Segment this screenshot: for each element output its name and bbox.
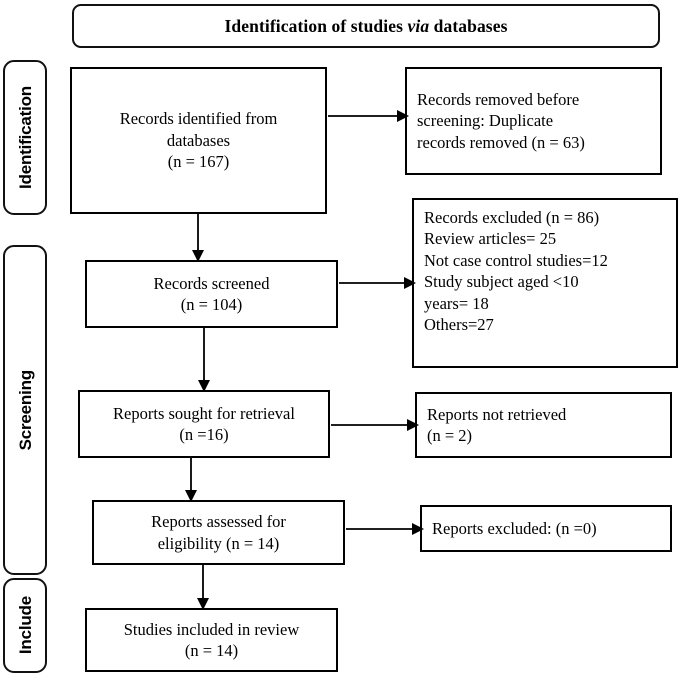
text-line: Study subject aged <10	[424, 272, 579, 292]
text-line: Records screened	[153, 273, 270, 293]
box-studies-included-in-review: Studies included in review (n = 14)	[85, 608, 338, 672]
arrow-assessed-to-included	[197, 565, 209, 610]
arrow-sought-to-not-retrieved	[331, 419, 419, 431]
text-line: Reports excluded: (n =0)	[432, 518, 597, 538]
stage-pill-include: Include	[3, 578, 47, 673]
arrow-identified-to-screened	[192, 214, 204, 262]
arrow-assessed-to-reports-excluded	[346, 523, 424, 535]
text-line: Records identified from	[119, 109, 278, 129]
page-title: Identification of studies via databases	[225, 16, 508, 37]
stage-label-include: Include	[15, 596, 35, 655]
page-title-part-after: databases	[429, 15, 508, 36]
text-line: Reports not retrieved	[427, 404, 567, 424]
text-line: eligibility (n = 14)	[157, 533, 280, 553]
text-line: records removed (n = 63)	[417, 132, 585, 152]
stage-pill-screening: Screening	[3, 245, 47, 575]
text-line: Not case control studies=12	[424, 250, 608, 270]
text-line: (n = 167)	[167, 152, 230, 172]
box-records-screened-text: Records screened (n = 104)	[87, 273, 336, 316]
stage-pill-identification: Identification	[3, 60, 47, 215]
box-records-excluded: Records excluded (n = 86) Review article…	[412, 198, 678, 368]
box-reports-sought-text: Reports sought for retrieval (n =16)	[80, 403, 328, 446]
box-reports-assessed-text: Reports assessed for eligibility (n = 14…	[94, 511, 343, 554]
text-line: Review articles= 25	[424, 229, 557, 249]
stage-label-screening: Screening	[15, 369, 35, 451]
text-line: Reports sought for retrieval	[113, 403, 295, 423]
box-records-excluded-text: Records excluded (n = 86) Review article…	[414, 207, 676, 336]
text-line: (n = 2)	[427, 426, 473, 445]
box-reports-not-retrieved: Reports not retrieved (n = 2)	[415, 392, 672, 458]
text-line: Others=27	[424, 315, 494, 335]
box-reports-not-retrieved-text: Reports not retrieved (n = 2)	[417, 404, 670, 447]
text-line: Records removed before	[417, 89, 580, 109]
box-records-identified-text: Records identified from databases (n = 1…	[72, 108, 325, 172]
box-records-removed-text: Records removed before screening: Duplic…	[407, 89, 660, 153]
header-banner: Identification of studies via databases	[72, 4, 660, 48]
stage-label-identification: Identification	[15, 86, 35, 189]
text-line: Reports assessed for	[151, 512, 286, 532]
text-line: (n = 14)	[184, 641, 239, 660]
text-line: (n = 104)	[180, 295, 243, 314]
arrow-screened-to-sought	[198, 328, 210, 392]
text-line: Studies included in review	[123, 619, 300, 639]
box-records-identified: Records identified from databases (n = 1…	[70, 67, 327, 214]
page-title-part-italic: via	[407, 15, 430, 36]
text-line: databases	[166, 130, 231, 150]
arrow-identified-to-removed	[328, 110, 409, 122]
box-reports-excluded-text: Reports excluded: (n =0)	[422, 518, 670, 539]
arrow-sought-to-assessed	[185, 458, 197, 502]
box-records-removed-before-screening: Records removed before screening: Duplic…	[405, 67, 662, 175]
text-line: years= 18	[424, 293, 489, 313]
box-studies-included-text: Studies included in review (n = 14)	[87, 619, 336, 662]
box-reports-assessed-for-eligibility: Reports assessed for eligibility (n = 14…	[92, 500, 345, 565]
arrow-screened-to-records-excluded	[339, 277, 416, 289]
box-records-screened: Records screened (n = 104)	[85, 260, 338, 328]
box-reports-sought-for-retrieval: Reports sought for retrieval (n =16)	[78, 390, 330, 458]
text-line: Records excluded (n = 86)	[424, 208, 600, 227]
page-title-part-before: Identification of studies	[224, 15, 408, 36]
text-line: screening: Duplicate	[417, 111, 554, 131]
box-reports-excluded: Reports excluded: (n =0)	[420, 505, 672, 552]
text-line: (n =16)	[179, 425, 229, 444]
